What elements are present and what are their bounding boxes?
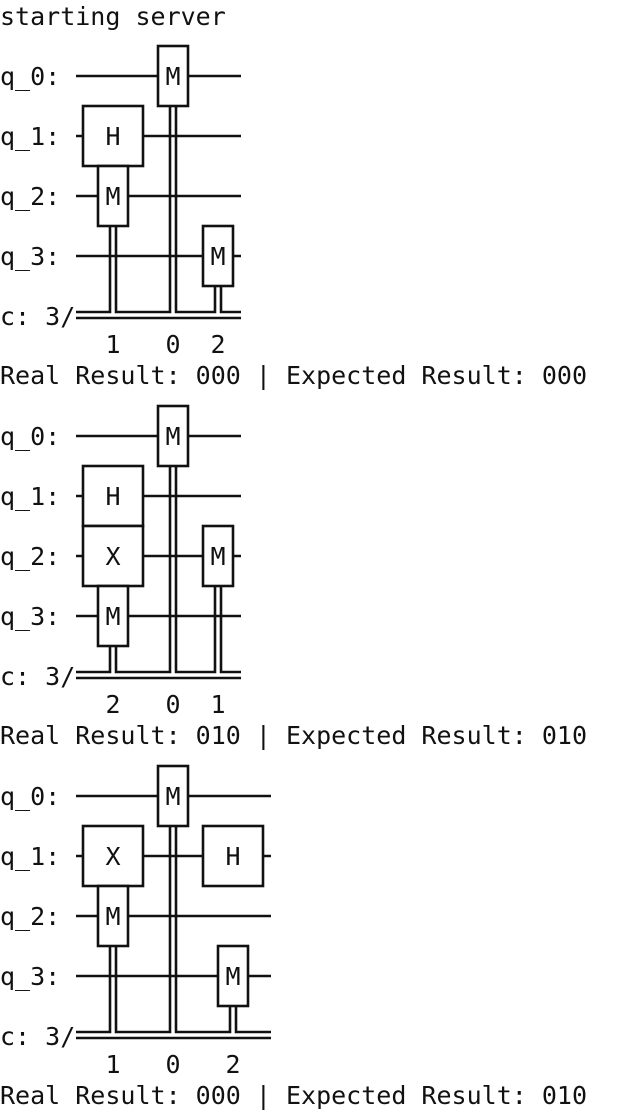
bit-index-label: 2	[225, 1050, 240, 1079]
gate-box	[216, 944, 250, 1008]
gate-label: M	[165, 62, 180, 91]
gate-h: H	[81, 464, 145, 528]
bit-index-label: 1	[105, 1050, 120, 1079]
result-text: Real Result: 000 | Expected Result: 000	[0, 361, 587, 390]
bit-index-label: 0	[165, 1050, 180, 1079]
qubit-label: q_0:	[0, 422, 60, 451]
bit-index-label: 0	[165, 330, 180, 359]
gate-label: H	[105, 482, 120, 511]
gate-h: H	[81, 104, 145, 168]
gate-box	[81, 104, 145, 168]
gate-x: X	[81, 824, 145, 888]
gate-box	[81, 464, 145, 528]
qubit-label: q_3:	[0, 602, 60, 631]
measure-gate: M	[216, 944, 250, 1008]
qubit-label: q_3:	[0, 242, 60, 271]
qubit-label: q_1:	[0, 482, 60, 511]
gate-box	[96, 584, 130, 648]
measure-gate: M	[201, 224, 235, 288]
result-text: Real Result: 010 | Expected Result: 010	[0, 721, 587, 750]
measure-gate: M	[156, 44, 190, 108]
measure-gate: M	[156, 764, 190, 828]
gate-label: H	[105, 122, 120, 151]
gate-label: X	[105, 842, 120, 871]
classical-register-label: c: 3/	[0, 1022, 75, 1051]
gate-label: M	[165, 782, 180, 811]
qubit-label: q_1:	[0, 122, 60, 151]
gate-label: M	[165, 422, 180, 451]
measure-gate: M	[96, 164, 130, 228]
bit-index-label: 1	[105, 330, 120, 359]
qubit-label: q_2:	[0, 182, 60, 211]
measure-gate: M	[96, 584, 130, 648]
gate-box	[201, 524, 235, 588]
gate-h: H	[201, 824, 265, 888]
gate-label: M	[105, 182, 120, 211]
gate-label: M	[210, 242, 225, 271]
gate-label: M	[210, 542, 225, 571]
measure-gate: M	[156, 404, 190, 468]
gate-box	[201, 824, 265, 888]
gate-label: X	[105, 542, 120, 571]
gate-box	[156, 764, 190, 828]
result-text: Real Result: 000 | Expected Result: 010	[0, 1081, 587, 1110]
qubit-label: q_2:	[0, 542, 60, 571]
bit-index-label: 1	[210, 690, 225, 719]
bit-index-label: 0	[165, 690, 180, 719]
gate-box	[96, 164, 130, 228]
gate-x: X	[81, 524, 145, 588]
gate-label: M	[105, 602, 120, 631]
qubit-label: q_2:	[0, 902, 60, 931]
classical-register-label: c: 3/	[0, 302, 75, 331]
gate-box	[201, 224, 235, 288]
classical-register-label: c: 3/	[0, 662, 75, 691]
qubit-label: q_1:	[0, 842, 60, 871]
bit-index-label: 2	[105, 690, 120, 719]
bit-index-label: 2	[210, 330, 225, 359]
gate-box	[156, 44, 190, 108]
qubit-label: q_0:	[0, 62, 60, 91]
qubit-label: q_0:	[0, 782, 60, 811]
gate-label: M	[105, 902, 120, 931]
gate-box	[156, 404, 190, 468]
gate-label: M	[225, 962, 240, 991]
server-status-text: starting server	[0, 2, 226, 31]
gate-label: H	[225, 842, 240, 871]
qubit-label: q_3:	[0, 962, 60, 991]
measure-gate: M	[201, 524, 235, 588]
measure-gate: M	[96, 884, 130, 948]
gate-box	[96, 884, 130, 948]
gate-box	[81, 824, 145, 888]
